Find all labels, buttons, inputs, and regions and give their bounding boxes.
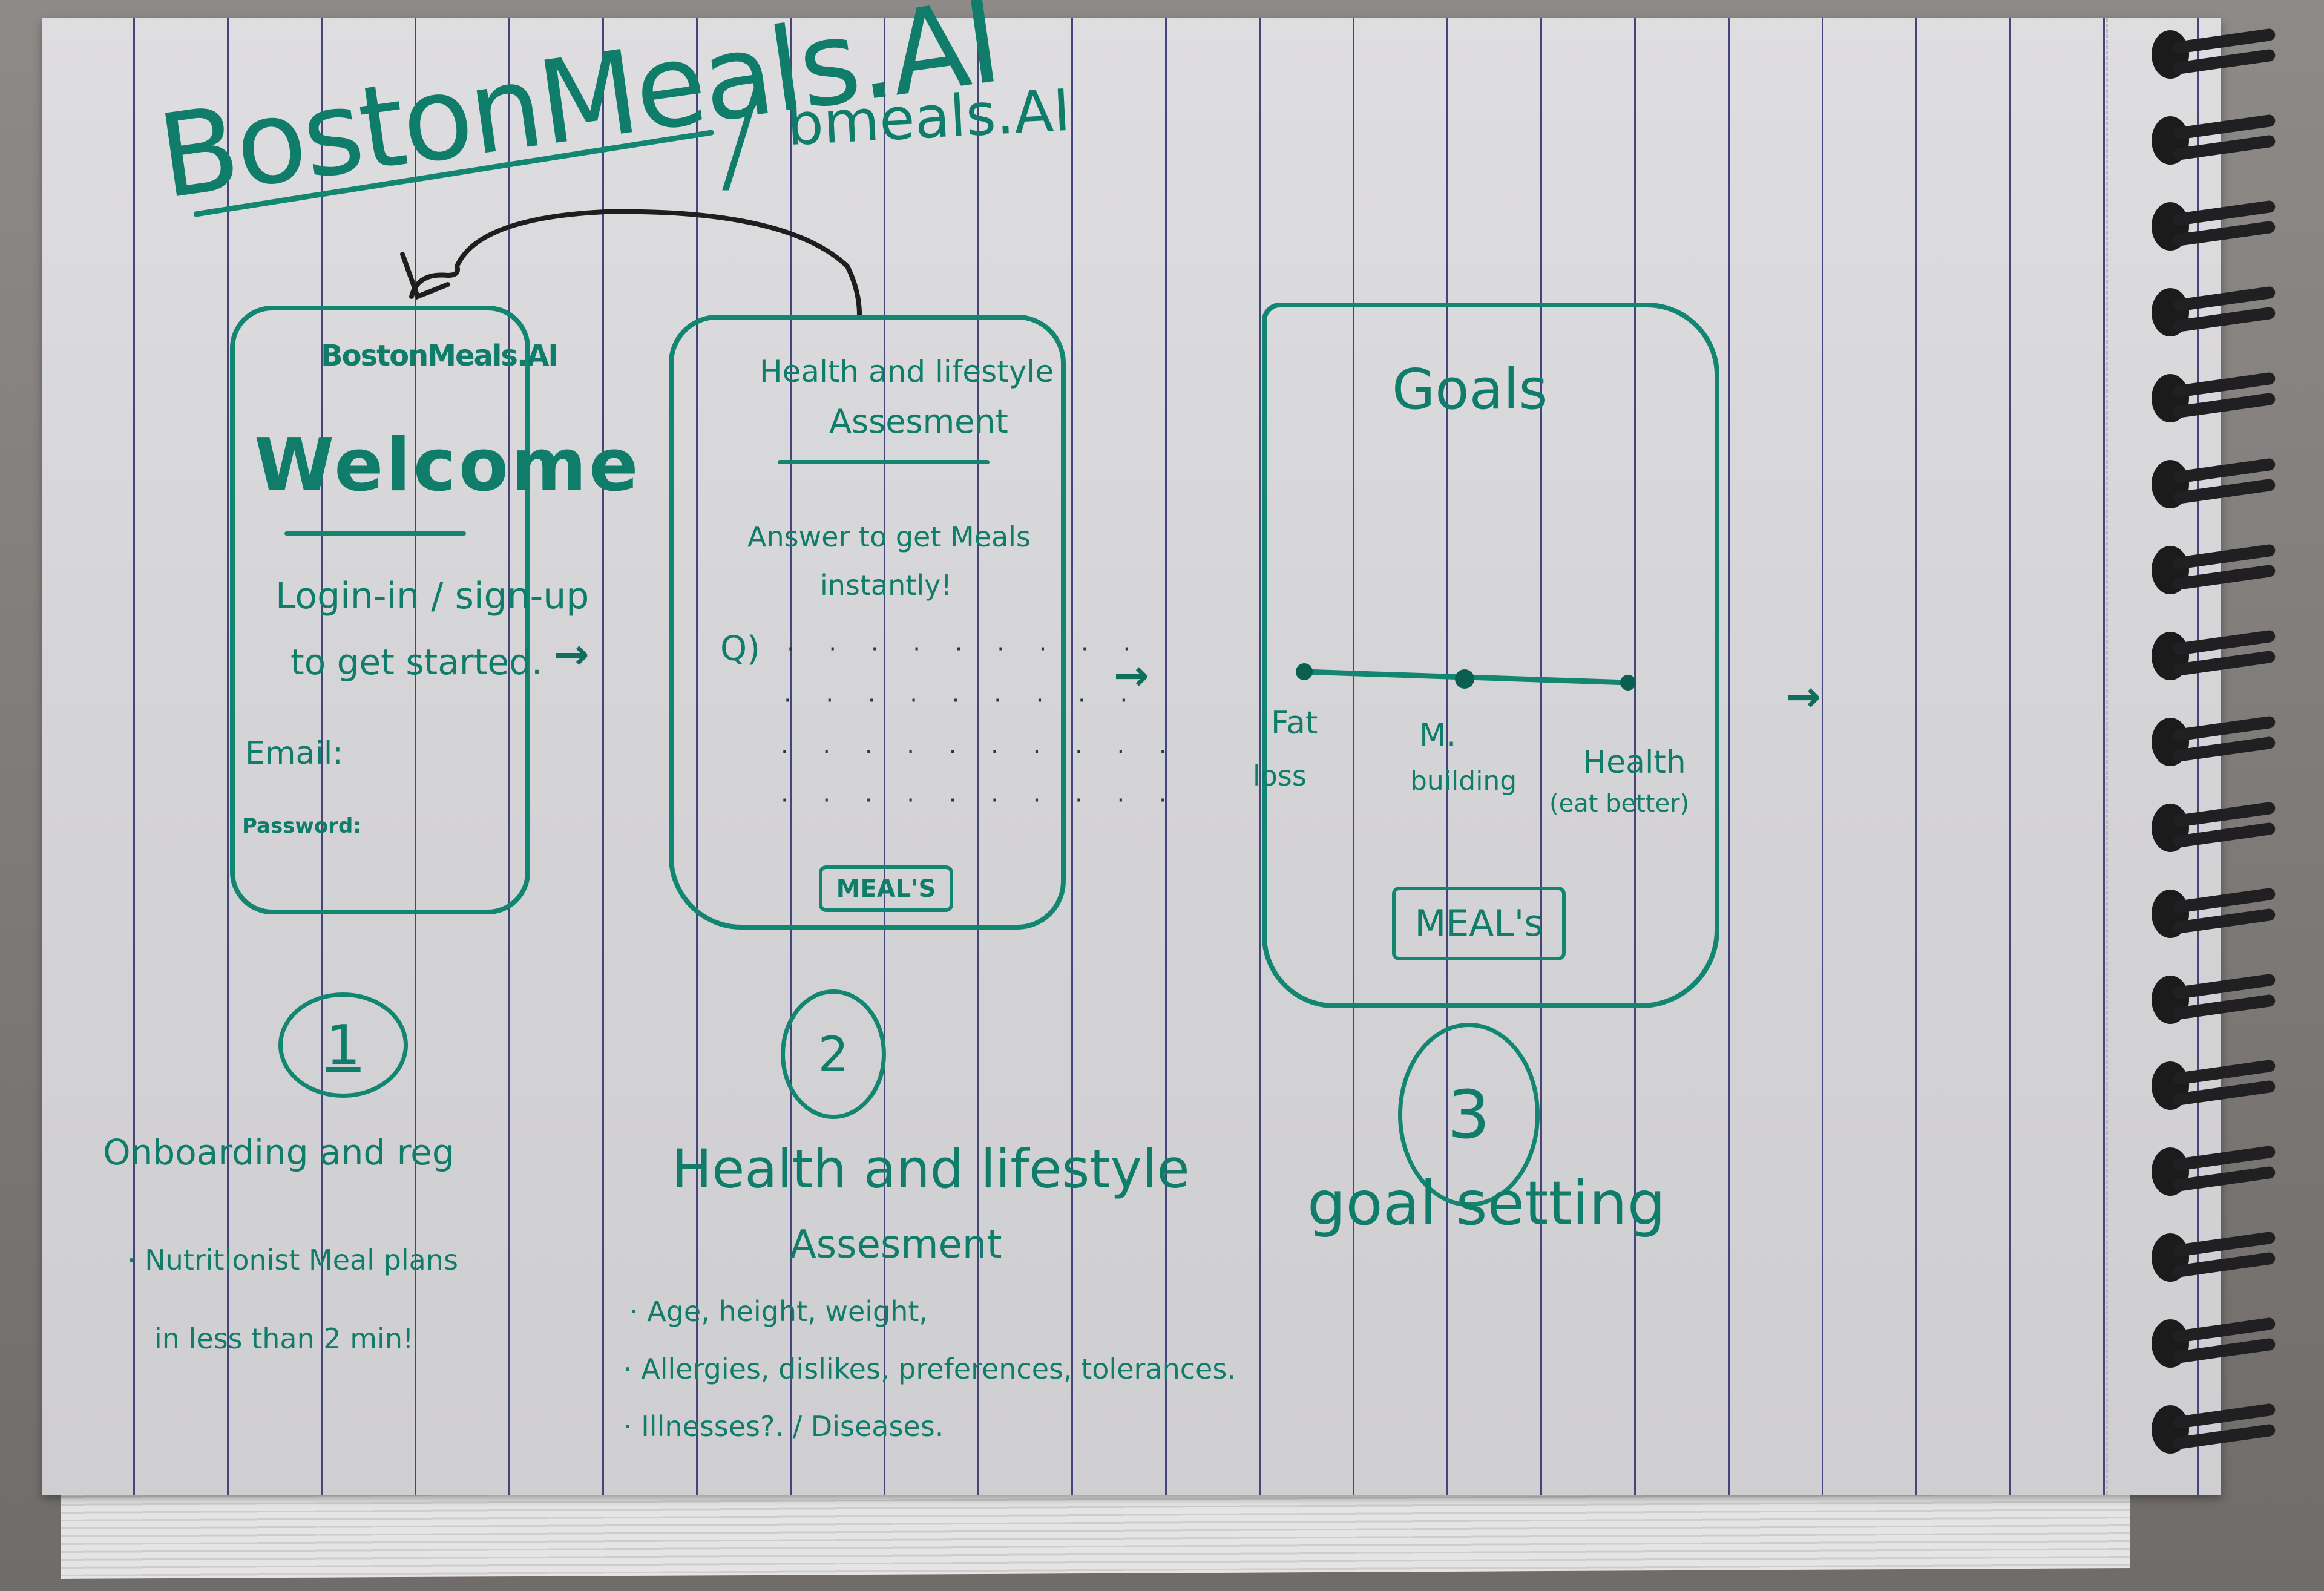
spiral-ring-icon bbox=[2152, 1141, 2276, 1208]
screen1-login-subtitle-2: to get started. bbox=[290, 641, 543, 683]
spiral-ring-icon bbox=[2152, 1227, 2276, 1294]
step2-caption-2: Assesment bbox=[790, 1222, 1002, 1267]
spiral-ring-icon bbox=[2152, 969, 2276, 1036]
spiral-ring-icon bbox=[2152, 110, 2276, 177]
screen1-welcome-heading: Welcome bbox=[254, 424, 641, 508]
screen2-subtitle-2: instantly! bbox=[820, 569, 952, 602]
flow-arrow-2-icon: → bbox=[1114, 651, 1149, 700]
perforation-line bbox=[2106, 18, 2108, 1495]
step3-caption: goal setting bbox=[1307, 1168, 1666, 1239]
spiral-ring-icon bbox=[2152, 1399, 2276, 1466]
goal-option-fat-loss-2[interactable]: loss bbox=[1253, 759, 1307, 792]
screen3-goals-heading: Goals bbox=[1392, 357, 1548, 422]
screen1-heading-underline bbox=[284, 531, 466, 536]
spiral-ring-icon bbox=[2152, 24, 2276, 91]
question-placeholder-line[interactable]: · · · · · · · · · · bbox=[781, 787, 1180, 815]
step1-caption: Onboarding and reg bbox=[103, 1132, 455, 1173]
question-placeholder-line[interactable]: · · · · · · · · · bbox=[784, 687, 1141, 715]
screen2-heading-1: Health and lifestyle bbox=[760, 354, 1054, 389]
screen1-app-header: BostonMeals.AI bbox=[321, 339, 559, 373]
goal-option-muscle-1[interactable]: M. bbox=[1419, 717, 1457, 753]
step1-note-2: in less than 2 min! bbox=[154, 1322, 414, 1355]
screen2-heading-2: Assesment bbox=[829, 402, 1008, 441]
step-number-badge: 2 bbox=[781, 989, 886, 1119]
step1-note-1: · Nutritionist Meal plans bbox=[127, 1244, 458, 1276]
goal-option-fat-loss-1[interactable]: Fat bbox=[1271, 705, 1318, 741]
goal-option-health-2[interactable]: (eat better) bbox=[1549, 790, 1690, 818]
spiral-ring-icon bbox=[2152, 368, 2276, 435]
spiral-binding bbox=[2152, 24, 2324, 1477]
spiral-ring-icon bbox=[2152, 1055, 2276, 1122]
password-field-label[interactable]: Password: bbox=[242, 814, 361, 838]
spiral-ring-icon bbox=[2152, 196, 2276, 263]
meals-button[interactable]: MEAL's bbox=[1392, 887, 1566, 960]
title-separator: / bbox=[720, 61, 763, 209]
step2-note-3: · Illnesses?. / Diseases. bbox=[623, 1410, 944, 1443]
goal-option-health-1[interactable]: Health bbox=[1583, 744, 1686, 781]
spiral-ring-icon bbox=[2152, 282, 2276, 349]
flow-arrow-3-icon: → bbox=[1785, 672, 1821, 721]
step-number: 2 bbox=[818, 1026, 849, 1083]
spiral-ring-icon bbox=[2152, 712, 2276, 778]
screen2-subtitle-1: Answer to get Meals bbox=[747, 520, 1031, 553]
wireframe-screen-assessment bbox=[669, 315, 1066, 930]
spiral-ring-icon bbox=[2152, 1313, 2276, 1380]
question-placeholder-line[interactable]: · · · · · · · · · bbox=[787, 635, 1144, 663]
question-placeholder-line[interactable]: · · · · · · · · · · bbox=[781, 738, 1180, 766]
spiral-ring-icon bbox=[2152, 626, 2276, 692]
step2-note-2: · Allergies, dislikes, preferences, tole… bbox=[623, 1353, 1236, 1385]
question-label: Q) bbox=[720, 629, 760, 669]
step-number-badge: 1 bbox=[278, 992, 408, 1098]
step-number: 3 bbox=[1448, 1076, 1490, 1153]
screen2-heading-underline bbox=[778, 460, 990, 464]
flow-arrow-1-icon: → bbox=[554, 629, 589, 679]
email-field-label[interactable]: Email: bbox=[245, 735, 343, 772]
meals-button[interactable]: MEAL'S bbox=[819, 865, 953, 912]
spiral-ring-icon bbox=[2152, 884, 2276, 950]
spiral-ring-icon bbox=[2152, 454, 2276, 520]
screen1-login-subtitle-1[interactable]: Login-in / sign-up bbox=[275, 575, 589, 617]
wireframe-screen-goals bbox=[1262, 303, 1719, 1008]
spiral-ring-icon bbox=[2152, 540, 2276, 606]
step-number: 1 bbox=[326, 1013, 361, 1077]
spiral-ring-icon bbox=[2152, 798, 2276, 864]
step-number-badge: 3 bbox=[1398, 1023, 1540, 1207]
wireframe-screen-login bbox=[230, 306, 530, 914]
step2-note-1: · Age, height, weight, bbox=[629, 1295, 928, 1328]
step2-caption-1: Health and lifestyle bbox=[672, 1138, 1190, 1200]
goal-option-muscle-2[interactable]: building bbox=[1410, 766, 1517, 796]
